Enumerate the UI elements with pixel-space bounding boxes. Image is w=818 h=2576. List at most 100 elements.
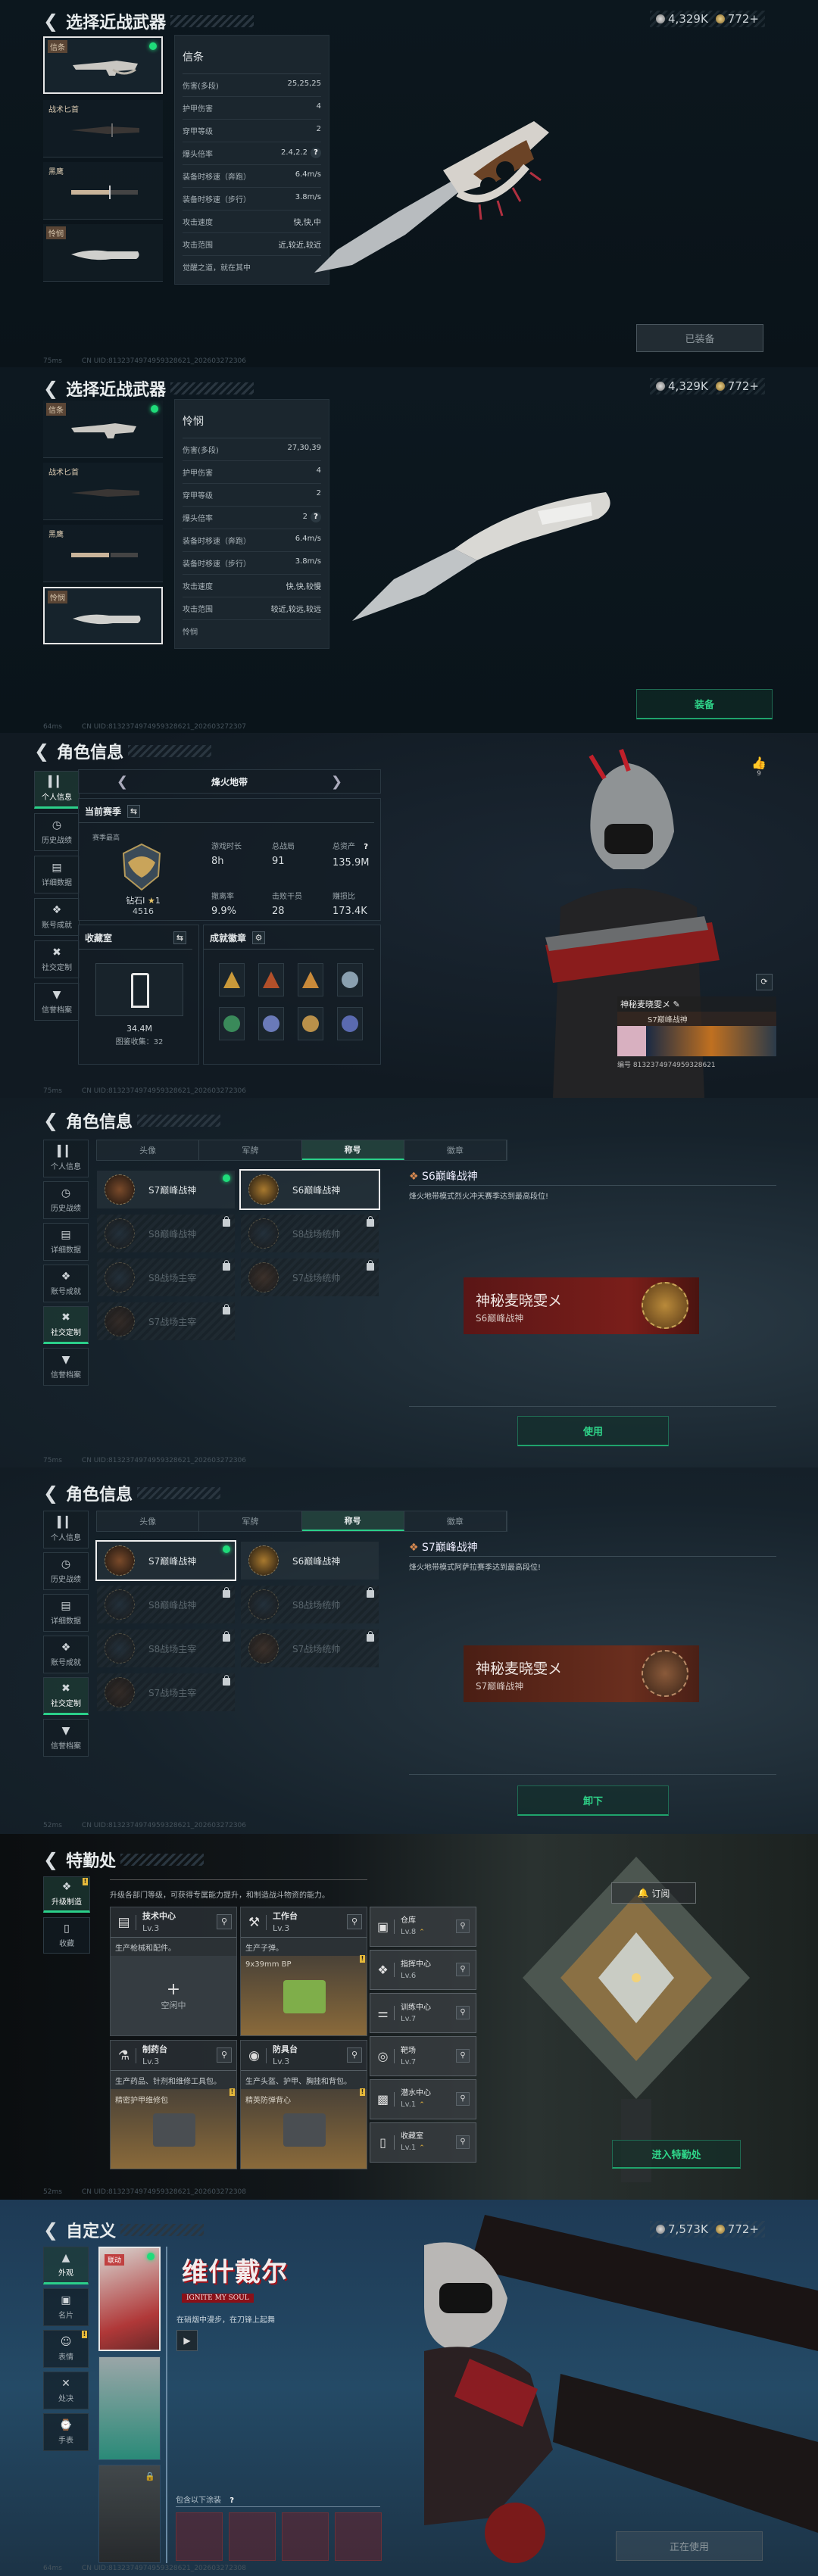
title-item[interactable]: S8巅峰战神 xyxy=(97,1215,235,1252)
nav-personal-info[interactable]: ▍▎个人信息 xyxy=(43,1140,89,1177)
chevron-right-icon[interactable]: ❯ xyxy=(331,773,343,790)
help-icon[interactable]: ? xyxy=(364,843,369,851)
title-item[interactable]: S7战场统帅 xyxy=(241,1258,379,1296)
search-icon[interactable]: ⚲ xyxy=(217,2047,232,2063)
nav-achievements[interactable]: ❖账号成就 xyxy=(43,1636,89,1673)
achievement-badge[interactable] xyxy=(337,963,363,996)
title-item[interactable]: S8巅峰战神 xyxy=(97,1586,235,1623)
weapon-item-lianmin[interactable]: 怜悯 xyxy=(43,587,163,644)
achievement-badge[interactable] xyxy=(219,1007,245,1040)
nav-collection[interactable]: ▯收藏 xyxy=(43,1917,90,1954)
included-skin-thumb[interactable] xyxy=(282,2512,329,2561)
title-item[interactable]: S7战场统帅 xyxy=(241,1629,379,1667)
nav-personal-info[interactable]: ▍▎个人信息 xyxy=(43,1511,89,1548)
search-icon[interactable]: ⚲ xyxy=(456,2049,470,2063)
nav-social[interactable]: ✖社交定制 xyxy=(43,1677,89,1715)
nav-credit[interactable]: ▼信誉档案 xyxy=(34,983,80,1021)
weapon-item-black-hawk[interactable]: 黑鹰 xyxy=(43,525,163,582)
nav-achievements[interactable]: ❖账号成就 xyxy=(34,898,80,936)
collection-panel[interactable]: 收藏室⇆ 34.4M 图鉴收集：32 xyxy=(78,925,199,1065)
search-icon[interactable]: ⚲ xyxy=(456,2006,470,2019)
search-icon[interactable]: ⚲ xyxy=(456,2135,470,2149)
help-icon[interactable]: ? xyxy=(311,148,321,158)
achievement-badge[interactable] xyxy=(219,963,245,996)
back-arrow-icon[interactable]: ❮ xyxy=(43,11,59,32)
back-arrow-icon[interactable]: ❮ xyxy=(43,1849,59,1870)
tab-avatar[interactable]: 头像 xyxy=(97,1511,200,1531)
tab-avatar[interactable]: 头像 xyxy=(97,1140,200,1160)
title-item[interactable]: S8战场主宰 xyxy=(97,1258,235,1296)
nav-credit[interactable]: ▼信誉档案 xyxy=(43,1348,89,1386)
nav-achievements[interactable]: ❖账号成就 xyxy=(43,1265,89,1302)
back-arrow-icon[interactable]: ❮ xyxy=(43,1483,59,1504)
title-item[interactable]: S6巅峰战神 xyxy=(241,1542,379,1580)
title-item[interactable]: S7战场主宰 xyxy=(97,1673,235,1711)
search-icon[interactable]: ⚲ xyxy=(456,2092,470,2106)
achievement-badge[interactable] xyxy=(298,1007,323,1040)
achievement-badge[interactable] xyxy=(258,963,284,996)
in-use-button[interactable]: 正在使用 xyxy=(616,2531,763,2561)
back-arrow-icon[interactable]: ❮ xyxy=(43,378,59,399)
included-skin-thumb[interactable] xyxy=(335,2512,382,2561)
refresh-icon[interactable]: ⟳ xyxy=(756,974,773,990)
gold-currency[interactable]: 772+ xyxy=(715,379,759,393)
skin-card-vishdel[interactable]: 联动 xyxy=(98,2247,161,2351)
achievement-badge[interactable] xyxy=(337,1007,363,1040)
achievement-badge[interactable] xyxy=(258,1007,284,1040)
skin-card-2[interactable] xyxy=(98,2356,161,2460)
nav-history[interactable]: ◷历史战绩 xyxy=(43,1181,89,1219)
player-card[interactable]: 神秘麦晓雯メ ✎ S7巅峰战神 编号 8132374974959328621 xyxy=(617,996,776,1069)
title-item[interactable]: S7巅峰战神 xyxy=(97,1171,235,1208)
title-item[interactable]: S8战场统帅 xyxy=(241,1586,379,1623)
tab-dogtag[interactable]: 军牌 xyxy=(199,1511,302,1531)
nav-execution[interactable]: ✕处决 xyxy=(43,2372,89,2409)
use-button[interactable]: 使用 xyxy=(517,1416,669,1446)
nav-history[interactable]: ◷历史战绩 xyxy=(34,813,80,851)
production-slot-idle[interactable]: +空闲中 xyxy=(111,1956,236,2035)
search-icon[interactable]: ⚲ xyxy=(456,1920,470,1933)
enter-special-ops-button[interactable]: 进入特勤处 xyxy=(612,2140,741,2169)
subscribe-button[interactable]: 🔔 订阅 xyxy=(611,1882,696,1904)
tab-badge[interactable]: 徽章 xyxy=(404,1140,507,1160)
production-slot[interactable]: 精英防弹背心! xyxy=(241,2088,367,2169)
swap-icon[interactable]: ⇆ xyxy=(173,931,186,944)
nav-credit[interactable]: ▼信誉档案 xyxy=(43,1719,89,1757)
production-slot[interactable]: 9x39mm BP! xyxy=(241,1955,367,2035)
weapon-item-lianmin[interactable]: 怜悯 xyxy=(43,224,163,282)
weapon-item-tactical-knife[interactable]: 战术匕首 xyxy=(43,100,163,157)
back-arrow-icon[interactable]: ❮ xyxy=(43,1110,59,1131)
skin-card-locked[interactable]: 🔒 xyxy=(98,2465,161,2563)
nav-upgrade-craft[interactable]: ❖升级制造! xyxy=(43,1876,90,1913)
title-item[interactable]: S7战场主宰 xyxy=(97,1302,235,1340)
gear-icon[interactable]: ⚙ xyxy=(252,931,266,944)
tab-dogtag[interactable]: 军牌 xyxy=(199,1140,302,1160)
nav-personal-info[interactable]: ▍▎个人信息 xyxy=(34,771,80,809)
achievement-badge[interactable] xyxy=(298,963,323,996)
swap-icon[interactable]: ⇆ xyxy=(127,805,141,818)
title-item[interactable]: S7巅峰战神 xyxy=(95,1540,236,1581)
search-icon[interactable]: ⚲ xyxy=(456,1963,470,1976)
help-icon[interactable]: ? xyxy=(311,512,321,522)
nav-history[interactable]: ◷历史战绩 xyxy=(43,1552,89,1590)
like-button[interactable]: 👍9 xyxy=(751,756,766,778)
title-item[interactable]: S6巅峰战神 xyxy=(239,1169,380,1210)
tab-title[interactable]: 称号 xyxy=(301,1140,404,1160)
nav-appearance[interactable]: ▲外观 xyxy=(43,2247,89,2284)
nav-detailed-data[interactable]: ▤详细数据 xyxy=(43,1223,89,1261)
weapon-item-xintiao[interactable]: 信条 xyxy=(43,36,163,94)
nav-social[interactable]: ✖社交定制 xyxy=(43,1306,89,1344)
back-arrow-icon[interactable]: ❮ xyxy=(43,2219,59,2241)
gold-currency[interactable]: 772+ xyxy=(715,2222,759,2236)
nav-name-card[interactable]: ▣名片 xyxy=(43,2288,89,2326)
tab-badge[interactable]: 徽章 xyxy=(404,1511,507,1531)
equip-button[interactable]: 装备 xyxy=(636,689,773,719)
help-icon[interactable]: ? xyxy=(229,2496,235,2505)
